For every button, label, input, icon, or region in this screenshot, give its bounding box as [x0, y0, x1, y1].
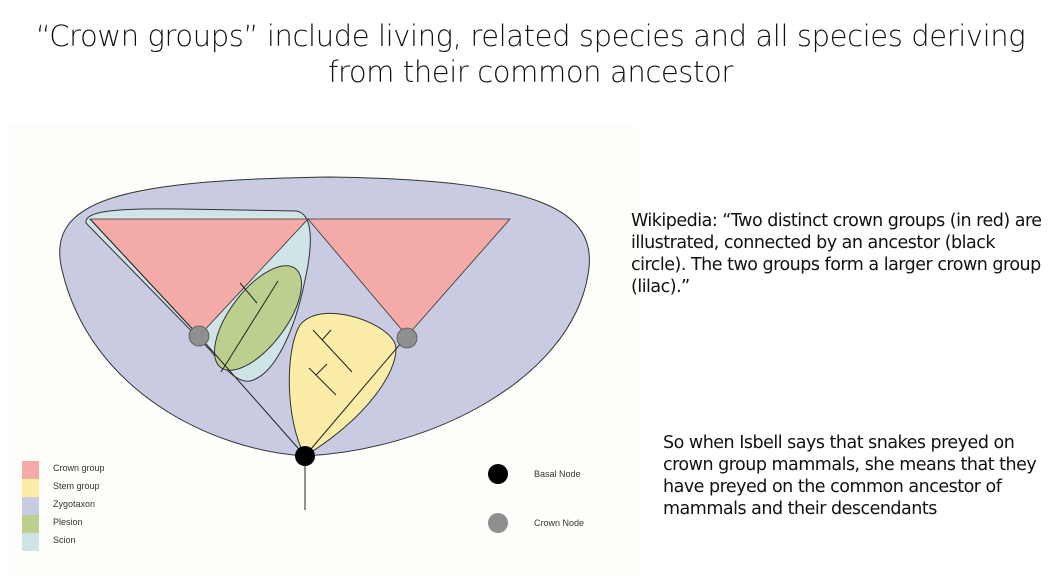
legend-item-plesion: Plesion — [22, 515, 162, 533]
color-legend: Crown group Stem group Zygotaxon Plesion… — [22, 461, 162, 551]
stem-group-region — [288, 312, 397, 457]
legend-label: Scion — [53, 535, 76, 545]
basal-node — [295, 446, 315, 466]
stem-group-swatch — [22, 479, 39, 497]
wikipedia-quote: Wikipedia: “Two distinct crown groups (i… — [631, 211, 1042, 297]
legend-item-stem-group: Stem group — [22, 479, 162, 497]
crown-group-swatch — [22, 461, 39, 479]
scion-swatch — [22, 533, 39, 551]
crown-group-right — [307, 218, 511, 337]
legend-label: Stem group — [53, 481, 100, 491]
slide-title: “Crown groups” include living, related s… — [35, 19, 1026, 89]
zygotaxon-swatch — [22, 497, 39, 515]
legend-label: Crown group — [53, 463, 105, 473]
legend-label: Zygotaxon — [53, 499, 96, 509]
plesion-swatch — [22, 515, 39, 533]
legend-label: Plesion — [53, 517, 83, 527]
crown-node-right — [396, 327, 418, 349]
legend-item-zygotaxon: Zygotaxon — [22, 497, 162, 515]
node-legend-label: Basal Node — [534, 469, 581, 479]
plesion-region — [213, 265, 303, 371]
legend-item-crown-group: Crown group — [22, 461, 162, 479]
node-legend-label: Crown Node — [534, 518, 585, 528]
crown-node-left — [188, 325, 210, 347]
basal-node-icon — [488, 464, 508, 484]
legend-item-scion: Scion — [22, 533, 162, 551]
isbell-note: So when Isbell says that snakes preyed o… — [663, 433, 1037, 519]
crown-node-icon — [488, 513, 508, 533]
